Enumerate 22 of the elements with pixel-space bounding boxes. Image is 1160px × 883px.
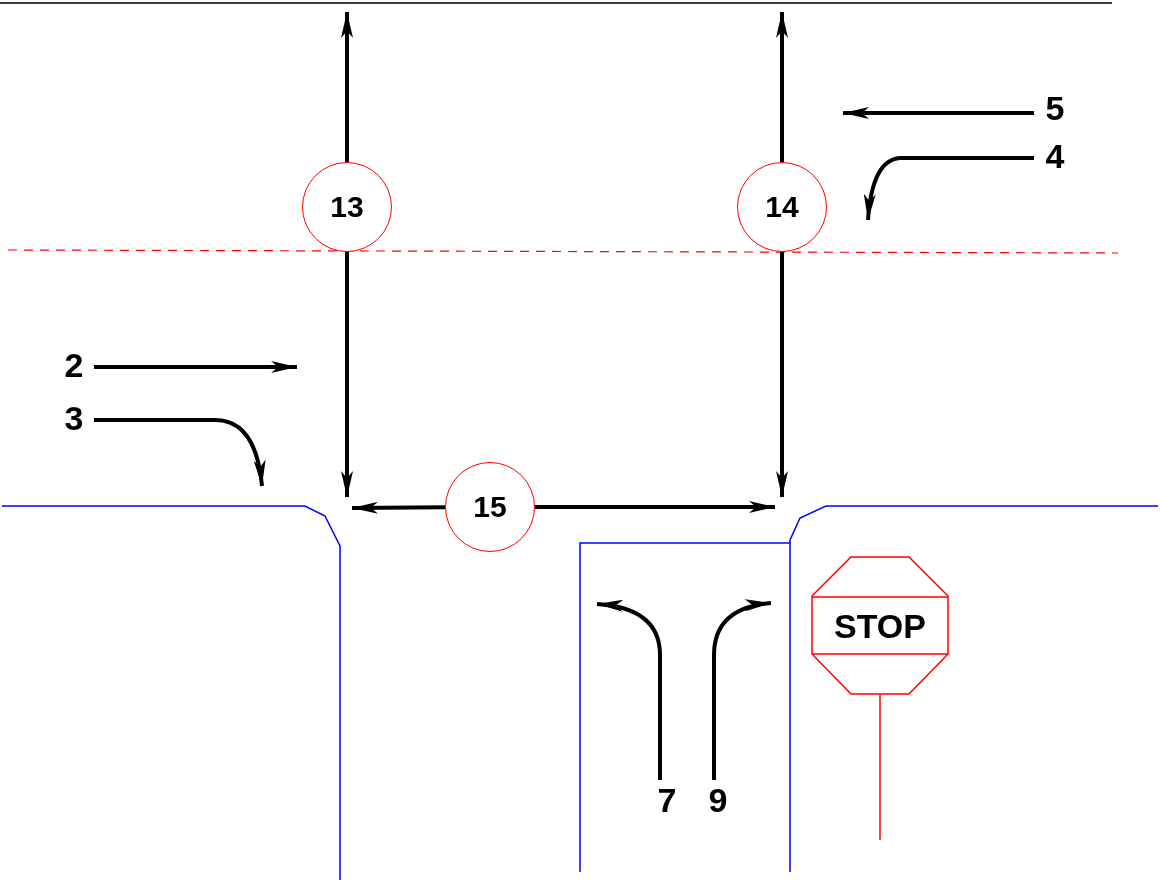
arrow [94, 361, 297, 373]
arrow [341, 12, 353, 162]
arrow [341, 252, 353, 497]
movement-number: 7 [657, 783, 677, 817]
arrow [596, 600, 662, 780]
arrow [864, 156, 1034, 221]
conflict-point-number: 15 [473, 492, 507, 522]
conflict-point-number: 14 [765, 192, 799, 222]
movement-number: 2 [64, 348, 84, 382]
arrow [843, 107, 1034, 119]
arrow [94, 418, 265, 487]
arrow [352, 501, 445, 514]
sign-text: STOP [834, 608, 926, 643]
arrow [776, 252, 788, 497]
arrow [535, 501, 775, 513]
movement-number: 5 [1045, 91, 1065, 125]
movement-number: 3 [64, 401, 84, 435]
movement-number: 9 [708, 783, 728, 817]
arrow [712, 600, 772, 780]
arrow [776, 12, 788, 162]
conflict-point-number: 13 [330, 192, 364, 222]
movement-number: 4 [1045, 139, 1065, 173]
